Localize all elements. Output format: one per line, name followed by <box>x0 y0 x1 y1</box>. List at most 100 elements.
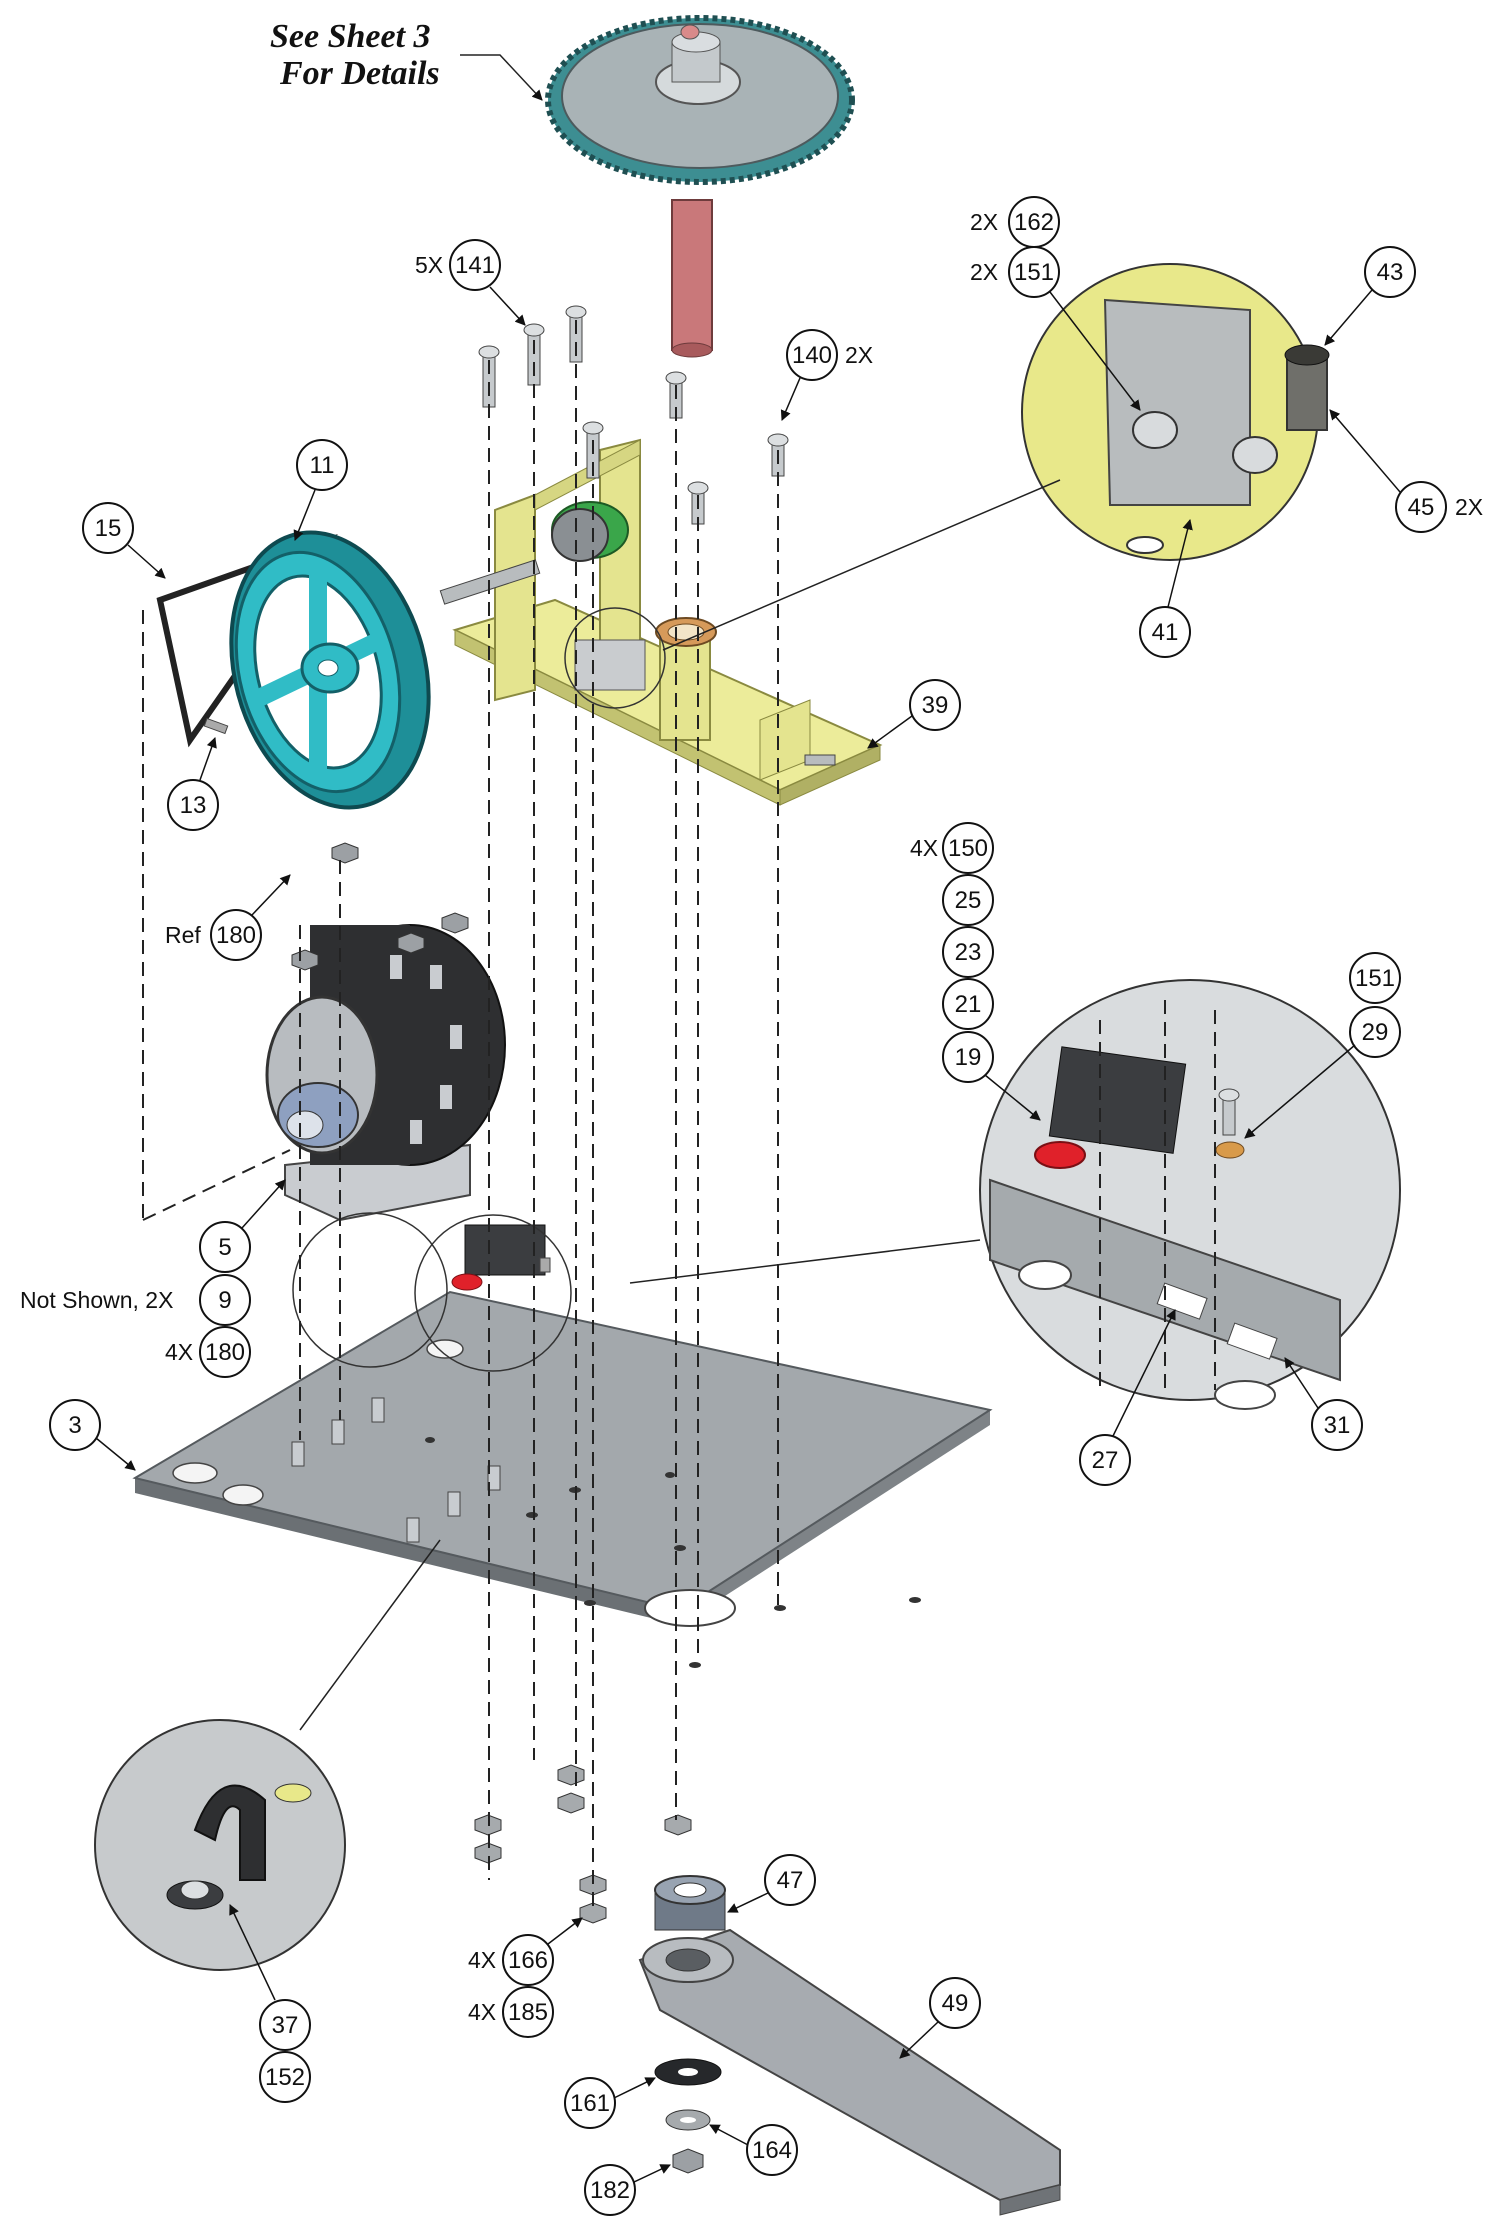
leader-15 <box>127 544 166 579</box>
balloon-15: 15 <box>82 502 134 554</box>
balloon-label: 5 <box>218 1234 231 1261</box>
pulley <box>156 530 431 810</box>
balloon-39: 39 <box>909 679 961 731</box>
balloon-5: 5 <box>199 1221 251 1273</box>
qty-180-ref: Ref <box>165 922 201 948</box>
balloon-140: 140 <box>786 329 838 381</box>
balloon-label: 41 <box>1152 619 1179 646</box>
balloon-label: 161 <box>570 2090 610 2117</box>
sheet-note-line2: For Details <box>279 55 440 92</box>
balloon-label: 3 <box>68 1412 81 1439</box>
base-plate <box>132 1290 993 1668</box>
detail-callout-circle <box>564 607 666 709</box>
balloon-43: 43 <box>1364 246 1416 298</box>
leader-11 <box>293 489 316 541</box>
balloon-29: 29 <box>1349 1006 1401 1058</box>
drive-arm <box>638 1928 1061 2216</box>
balloon-23: 23 <box>942 926 994 978</box>
balloon-label: 47 <box>777 1867 804 1894</box>
balloon-label: 19 <box>955 1044 982 1071</box>
balloon-label: 166 <box>508 1947 548 1974</box>
leader-29 <box>1244 1044 1356 1139</box>
balloon-label: 152 <box>265 2064 305 2091</box>
qty-162: 2X <box>970 209 998 235</box>
detail-view-clamp <box>94 1719 346 1971</box>
leader-5 <box>241 1179 286 1229</box>
balloon-label: 39 <box>922 692 949 719</box>
leader-31 <box>1284 1357 1319 1409</box>
spur-gear <box>545 15 855 358</box>
hex-nuts <box>291 842 469 971</box>
shaft-collar <box>654 1875 726 1931</box>
balloon-label: 151 <box>1355 965 1395 992</box>
explode-lines <box>142 320 1216 1910</box>
balloon-label: 164 <box>752 2137 792 2164</box>
balloon-label: 29 <box>1362 1019 1389 1046</box>
leader-49 <box>899 2021 939 2059</box>
balloon-label: 25 <box>955 887 982 914</box>
balloon-152: 152 <box>259 2051 311 2103</box>
detail-callout-circle <box>292 1212 448 1368</box>
balloon-180-4x: 180 <box>199 1326 251 1378</box>
balloon-label: 27 <box>1092 1447 1119 1474</box>
detail-view-switch <box>979 979 1401 1410</box>
qty-140: 2X <box>845 342 873 368</box>
balloon-label: 23 <box>955 939 982 966</box>
balloon-label: 31 <box>1324 1412 1351 1439</box>
qty-9: Not Shown, 2X <box>20 1287 173 1313</box>
balloon-49: 49 <box>929 1977 981 2029</box>
balloon-label: 180 <box>205 1339 245 1366</box>
balloon-47: 47 <box>764 1854 816 1906</box>
qty-180-4x: 4X <box>165 1339 193 1365</box>
leader-41 <box>1167 518 1193 608</box>
balloon-13: 13 <box>167 779 219 831</box>
switch-assembly <box>451 1224 551 1291</box>
qty-151-top: 2X <box>970 259 998 285</box>
balloon-185: 185 <box>502 1986 554 2038</box>
balloon-label: 13 <box>180 792 207 819</box>
balloon-161: 161 <box>564 2077 616 2129</box>
balloon-label: 21 <box>955 991 982 1018</box>
balloon-45: 45 <box>1395 481 1447 533</box>
balloon-label: 180 <box>216 922 256 949</box>
leader-141 <box>489 286 526 326</box>
leader-151 <box>1049 291 1141 411</box>
balloon-label: 182 <box>590 2177 630 2204</box>
leader-39 <box>867 715 913 749</box>
qty-185: 4X <box>468 1999 496 2025</box>
leader-13 <box>199 737 217 781</box>
balloon-162: 162 <box>1008 196 1060 248</box>
balloon-37: 37 <box>259 1999 311 2051</box>
leader-27 <box>1112 1309 1176 1437</box>
balloon-label: 140 <box>792 342 832 369</box>
balloon-166: 166 <box>502 1934 554 1986</box>
leader-45 <box>1329 409 1401 493</box>
balloon-180-ref: 180 <box>210 909 262 961</box>
leader-37 <box>229 1904 276 2001</box>
balloon-label: 43 <box>1377 259 1404 286</box>
balloon-label: 150 <box>948 835 988 862</box>
balloon-25: 25 <box>942 874 994 926</box>
leader-19 <box>984 1074 1041 1121</box>
balloon-21: 21 <box>942 978 994 1030</box>
balloon-label: 162 <box>1014 209 1054 236</box>
detail-callout-circle <box>414 1214 572 1372</box>
leader-164 <box>709 2124 749 2146</box>
qty-166: 4X <box>468 1947 496 1973</box>
balloon-label: 151 <box>1014 259 1054 286</box>
electric-motor <box>265 924 506 1222</box>
qty-45: 2X <box>1455 494 1483 520</box>
balloon-31: 31 <box>1311 1399 1363 1451</box>
detail-leader-lines <box>299 479 1061 1731</box>
balloon-3: 3 <box>49 1399 101 1451</box>
balloon-151-switch: 151 <box>1349 952 1401 1004</box>
balloon-label: 37 <box>272 2012 299 2039</box>
detail-view-label <box>1021 263 1330 561</box>
leader-140 <box>780 377 801 421</box>
balloon-9: 9 <box>199 1274 251 1326</box>
leader-161 <box>613 2077 656 2099</box>
balloon-150: 150 <box>942 822 994 874</box>
balloon-19: 19 <box>942 1031 994 1083</box>
balloon-label: 15 <box>95 515 122 542</box>
